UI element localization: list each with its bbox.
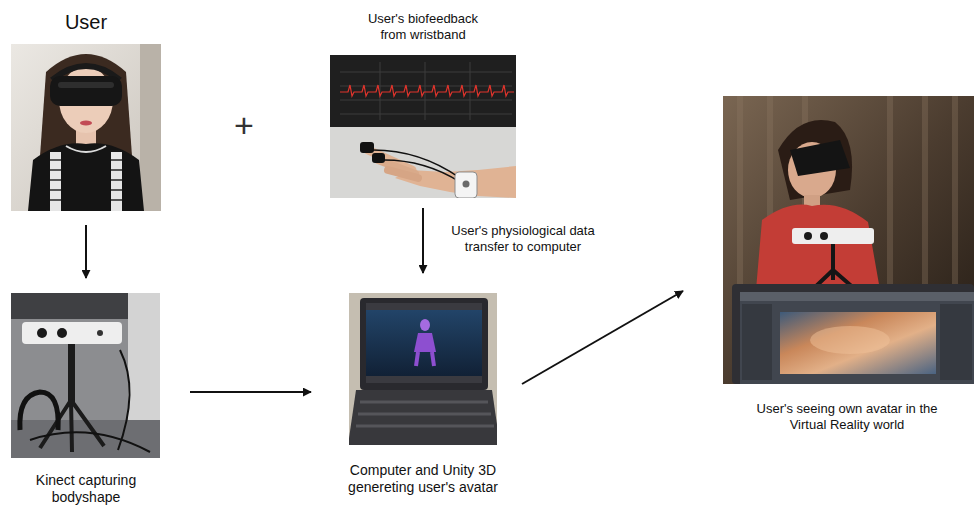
computer-panel: Computer and Unity 3D genereting user's … <box>338 293 508 498</box>
plus-sign: + <box>222 104 266 147</box>
caption: User's biofeedback from wristband <box>359 11 487 42</box>
user-photo <box>11 44 161 211</box>
caption: User's seeing own avatar in the Virtual … <box>740 401 954 432</box>
kinect-photo <box>11 293 160 458</box>
caption: User <box>11 10 161 34</box>
caption: Kinect capturing bodyshape <box>11 472 161 506</box>
user-panel: User <box>11 8 161 211</box>
flow-arrow <box>422 208 424 273</box>
flow-arrow <box>85 225 87 278</box>
kinect-panel: Kinect capturing bodyshape <box>11 293 161 507</box>
wristband-photo <box>330 55 516 198</box>
flow-arrow <box>190 391 311 393</box>
vr-panel: User's seeing own avatar in the Virtual … <box>723 96 971 436</box>
flow-arrow <box>522 291 683 384</box>
vr-photo <box>723 96 974 384</box>
biofeedback-panel: User's biofeedback from wristband <box>330 8 516 198</box>
laptop-photo <box>349 293 497 445</box>
arrow-label: User's physiological data transfer to co… <box>435 223 611 256</box>
caption: Computer and Unity 3D genereting user's … <box>338 462 508 496</box>
